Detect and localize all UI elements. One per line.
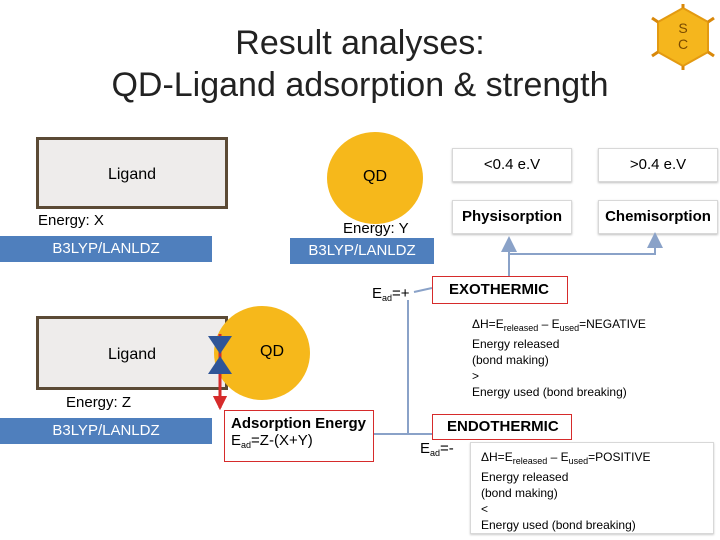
ead-plus-sub: ad: [382, 293, 393, 303]
exothermic-line-2: Energy released: [472, 337, 560, 351]
ead-minus-prefix: E: [420, 440, 431, 457]
exothermic-equation: ΔH=Ereleased – Eused=NEGATIVE: [472, 316, 718, 336]
ligand-energy-top: Energy: X: [38, 212, 104, 229]
title-line-2: QD-Ligand adsorption & strength: [111, 66, 609, 104]
endothermic-box: ENDOTHERMIC: [432, 414, 572, 440]
ads-eq-suffix: =Z-(X+Y): [251, 432, 313, 449]
exothermic-line-4: >: [472, 369, 480, 383]
endo-eq-sub1: released: [512, 456, 548, 466]
endo-eq-prefix: ΔH=E: [481, 450, 513, 464]
endo-eq-suffix: =POSITIVE: [588, 450, 651, 464]
logo-letter-2: C: [677, 36, 689, 52]
ligand-energy-bottom: Energy: Z: [66, 394, 132, 411]
ead-minus-suffix: =-: [440, 440, 454, 457]
ligand-method-top: B3LYP/LANLDZ: [0, 236, 212, 262]
threshold-low-box: <0.4 e.V: [452, 148, 572, 182]
ligand-label-bottom: Ligand: [107, 346, 157, 363]
chemisorption-box: Chemisorption: [598, 200, 718, 234]
endothermic-equation: ΔH=Ereleased – Eused=POSITIVE: [481, 449, 703, 469]
endo-eq-mid: – E: [547, 450, 569, 464]
adsorption-equation: Ead=Z-(X+Y): [231, 432, 367, 450]
endothermic-line-2: Energy released: [481, 470, 569, 484]
ads-eq-sub: ad: [241, 440, 252, 450]
adsorption-energy-box: Adsorption Energy Ead=Z-(X+Y): [224, 410, 374, 462]
ligand-label-top: Ligand: [107, 166, 157, 183]
qd-circle-bottom: QD: [214, 306, 310, 400]
adsorption-title: Adsorption Energy: [231, 415, 367, 432]
slide-title: Result analyses: QD-Ligand adsorption & …: [0, 22, 720, 106]
ligand-box-bottom: Ligand: [36, 316, 228, 390]
exo-eq-sub1: released: [503, 323, 539, 333]
ead-minus-sub: ad: [430, 448, 441, 458]
ead-plus-label: Ead=+: [372, 285, 410, 303]
qd-label-bottom: QD: [260, 343, 284, 360]
exo-eq-mid: – E: [538, 317, 560, 331]
ead-plus-suffix: =+: [392, 285, 410, 302]
physisorption-box: Physisorption: [452, 200, 572, 234]
exo-eq-sub2: used: [559, 323, 580, 333]
threshold-high-box: >0.4 e.V: [598, 148, 718, 182]
exothermic-explanation: ΔH=Ereleased – Eused=NEGATIVE Energy rel…: [472, 316, 718, 400]
endo-eq-sub2: used: [568, 456, 589, 466]
qd-circle-top: QD: [327, 132, 423, 224]
ligand-method-bottom: B3LYP/LANLDZ: [0, 418, 212, 444]
endothermic-explanation: ΔH=Ereleased – Eused=POSITIVE Energy rel…: [470, 442, 714, 534]
ead-plus-prefix: E: [372, 285, 383, 302]
endothermic-line-5: Energy used (bond breaking): [481, 518, 636, 532]
qd-energy-top: Energy: Y: [343, 220, 409, 237]
endothermic-line-4: <: [481, 502, 489, 516]
ead-minus-label: Ead=-: [420, 440, 454, 458]
qd-label-top: QD: [363, 168, 387, 185]
logo-letter-1: S: [678, 20, 688, 36]
ads-eq-prefix: E: [231, 432, 242, 449]
ligand-box-top: Ligand: [36, 137, 228, 209]
exothermic-box: EXOTHERMIC: [432, 276, 568, 304]
title-line-1: Result analyses:: [235, 24, 485, 62]
exo-eq-suffix: =NEGATIVE: [579, 317, 646, 331]
qd-method-top: B3LYP/LANLDZ: [290, 238, 434, 264]
exo-eq-prefix: ΔH=E: [472, 317, 504, 331]
endothermic-line-3: (bond making): [481, 486, 558, 500]
logo-hexagon-icon: S C: [650, 4, 716, 70]
exothermic-line-5: Energy used (bond breaking): [472, 385, 627, 399]
exothermic-line-3: (bond making): [472, 353, 549, 367]
